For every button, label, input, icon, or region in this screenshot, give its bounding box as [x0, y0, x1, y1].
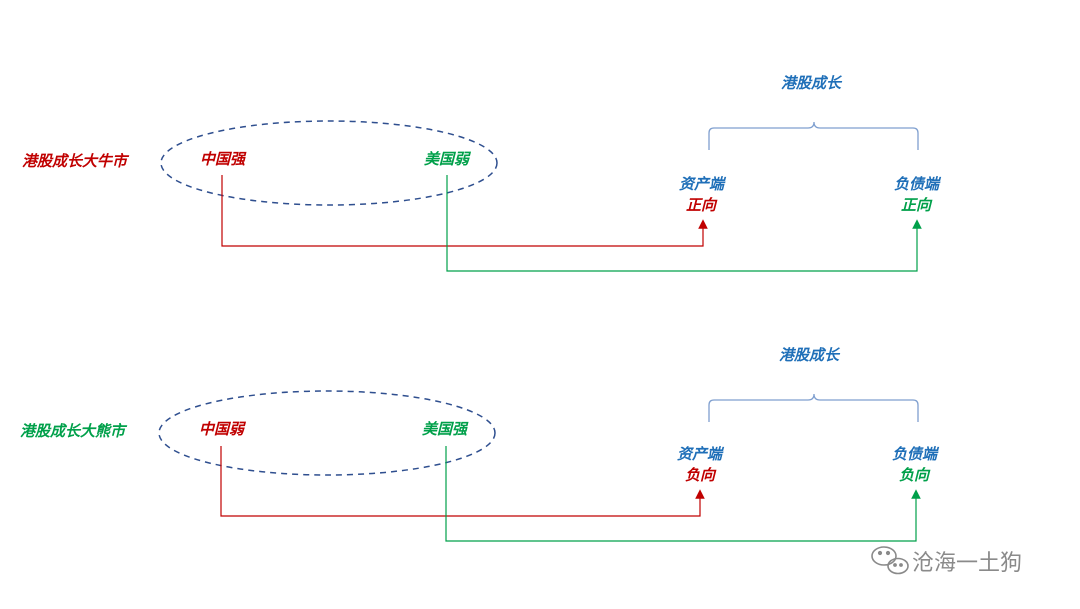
bull-dashed-ellipse	[160, 120, 498, 206]
wechat-icon	[871, 546, 909, 575]
bear-asset-direction: 负向	[685, 466, 717, 484]
bear-china-label: 中国弱	[199, 420, 247, 438]
watermark-text: 沧海一土狗	[912, 551, 1022, 576]
bear-liability-label: 负债端	[892, 445, 940, 463]
bull-asset-label: 资产端	[679, 175, 727, 193]
bear-growth-brace	[708, 393, 919, 422]
bull-asset-direction: 正向	[686, 196, 718, 214]
bull-liability-direction: 正向	[901, 196, 933, 214]
bull-liability-label: 负债端	[894, 175, 942, 193]
bear-green-connector	[445, 446, 921, 542]
bear-growth-label: 港股成长	[779, 346, 841, 364]
bull-us-label: 美国弱	[424, 150, 472, 168]
bear-market-panel: 港股成长大熊市 中国弱 美国强 港股成长 资产端 负向 负债端 负向	[20, 346, 940, 542]
bear-market-label: 港股成长大熊市	[20, 422, 128, 440]
bull-china-label: 中国强	[200, 150, 247, 168]
bear-asset-label: 资产端	[677, 445, 725, 463]
bear-us-label: 美国强	[422, 420, 469, 438]
bear-red-connector	[220, 446, 705, 517]
bull-market-panel: 港股成长大牛市 中国强 美国弱 港股成长 资产端 正向 负债端 正向	[22, 74, 942, 272]
bull-market-label: 港股成长大牛市	[22, 152, 130, 170]
bull-growth-label: 港股成长	[781, 74, 843, 92]
bull-green-connector	[446, 175, 922, 272]
bear-liability-direction: 负向	[899, 466, 931, 484]
bull-growth-brace	[708, 121, 919, 150]
bear-dashed-ellipse	[158, 390, 496, 476]
watermark: 沧海一土狗	[871, 546, 1022, 576]
bull-red-connector	[221, 175, 708, 247]
